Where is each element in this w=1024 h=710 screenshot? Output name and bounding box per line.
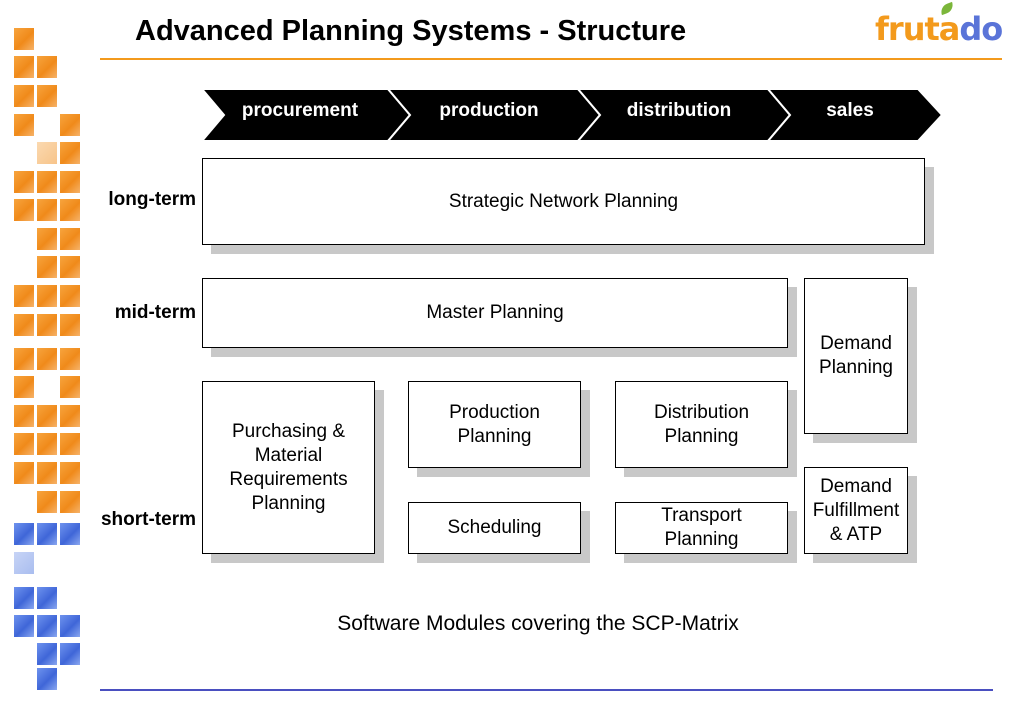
module-demand-planning: Demand Planning xyxy=(804,278,908,434)
module-production-planning: Production Planning xyxy=(408,381,581,468)
page-title: Advanced Planning Systems - Structure xyxy=(135,15,687,47)
chevron-procurement-label: procurement xyxy=(241,100,359,121)
chevron-sales xyxy=(765,88,944,142)
company-logo: frutado xyxy=(875,10,1003,48)
footer-divider xyxy=(100,689,993,691)
chevron-distribution-label: distribution xyxy=(626,100,732,121)
process-chain xyxy=(199,88,944,142)
header-divider xyxy=(100,58,1002,60)
module-demand-fulfillment-atp: Demand Fulfillment & ATP xyxy=(804,467,908,554)
row-label-long-term: long-term xyxy=(108,189,196,210)
module-transport-planning: Transport Planning xyxy=(615,502,788,554)
module-purchasing-mrp: Purchasing & Material Requirements Plann… xyxy=(202,381,375,554)
chevron-sales-label: sales xyxy=(826,100,874,121)
row-label-mid-term: mid-term xyxy=(114,302,196,323)
row-label-short-term: short-term xyxy=(100,509,196,530)
module-scheduling: Scheduling xyxy=(408,502,581,554)
chevron-production-label: production xyxy=(439,100,539,121)
module-distribution-planning: Distribution Planning xyxy=(615,381,788,468)
diagram-caption: Software Modules covering the SCP-Matrix xyxy=(337,612,739,635)
module-strategic-network-planning: Strategic Network Planning xyxy=(202,158,925,245)
module-master-planning: Master Planning xyxy=(202,278,788,348)
